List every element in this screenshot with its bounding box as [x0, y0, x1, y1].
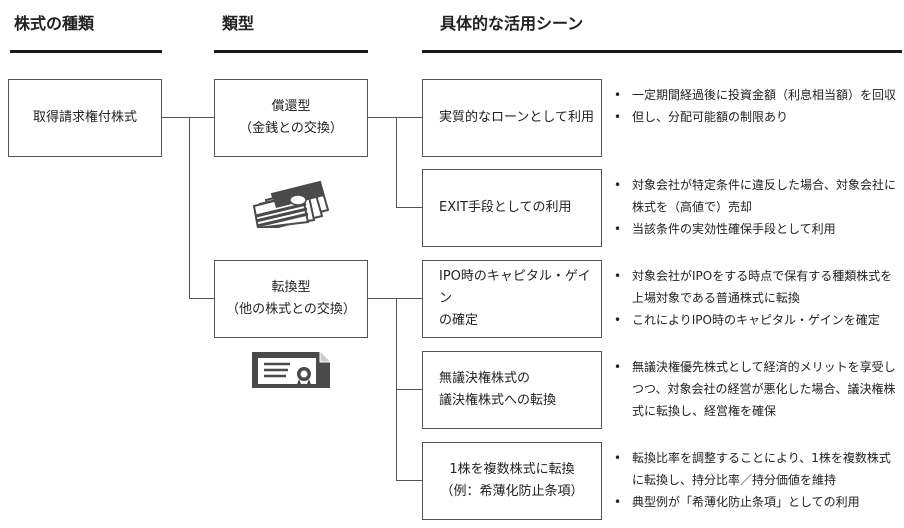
scene-label-line2: の確定 — [439, 313, 479, 328]
connector-redemption — [367, 117, 397, 118]
header-usage-scene: 具体的な活用シーン — [440, 14, 584, 33]
scene-label: 実質的なローンとして利用 — [439, 110, 594, 125]
category-box-conversion: 転換型 （他の株式との交換） — [214, 260, 368, 338]
money-stack-icon — [252, 180, 330, 228]
root-box: 取得請求権付株式 — [8, 79, 162, 157]
connector-to-scene-1 — [396, 117, 423, 118]
bullets-exit: 対象会社が特定条件に違反した場合、対象会社に株式を（高値で）売却 当該条件の実効… — [612, 174, 896, 240]
category-subtitle: （他の株式との交換） — [226, 302, 356, 317]
category-title: 転換型 — [271, 280, 311, 295]
category-box-redemption: 償還型 （金銭との交換） — [214, 79, 368, 157]
scene-box-split: 1株を複数株式に転換 （例：希薄化防止条項） — [422, 442, 602, 520]
bullets-loan: 一定期間経過後に投資金額（利息相当額）を回収 但し、分配可能額の制限あり — [612, 84, 896, 128]
scene-box-loan: 実質的なローンとして利用 — [422, 79, 602, 157]
bullet-item: これによりIPO時のキャピタル・ゲインを確定 — [612, 309, 896, 331]
scene-label-line1: 無議決権株式の — [439, 371, 531, 386]
connector-to-redemption — [189, 117, 215, 118]
category-title: 償還型 — [271, 99, 311, 114]
scene-box-voting: 無議決権株式の 議決権株式への転換 — [422, 351, 602, 429]
connector-root-vertical — [189, 117, 190, 299]
header-rule-1 — [10, 50, 162, 53]
bullet-item: 対象会社がIPOをする時点で保有する種類株式を上場対象である普通株式に転換 — [612, 265, 896, 309]
scene-box-ipo: IPO時のキャピタル・ゲイン の確定 — [422, 260, 602, 338]
connector-to-scene-3 — [396, 298, 423, 299]
scene-label: EXIT手段としての利用 — [439, 200, 572, 215]
header-category: 類型 — [222, 14, 255, 33]
bullets-voting: 無議決権優先株式として経済的メリットを享受しつつ、対象会社の経営が悪化した場合、… — [612, 356, 896, 422]
bullet-item: 典型例が「希薄化防止条項」としての利用 — [612, 491, 896, 513]
bullet-item: 転換比率を調整することにより、1株を複数株式に転換し、持分比率／持分価値を維持 — [612, 447, 896, 491]
connector-to-conversion — [189, 298, 215, 299]
bullet-item: 無議決権優先株式として経済的メリットを享受しつつ、対象会社の経営が悪化した場合、… — [612, 356, 896, 422]
bullets-split: 転換比率を調整することにより、1株を複数株式に転換し、持分比率／持分価値を維持 … — [612, 447, 896, 513]
scene-label-line2: （例：希薄化防止条項） — [440, 484, 584, 499]
bullet-item: 一定期間経過後に投資金額（利息相当額）を回収 — [612, 84, 896, 106]
header-rule-2 — [214, 50, 368, 53]
root-label: 取得請求権付株式 — [32, 110, 137, 125]
scene-label-line2: 議決権株式への転換 — [439, 393, 557, 408]
bullet-item: 当該条件の実効性確保手段として利用 — [612, 218, 896, 240]
category-subtitle: （金銭との交換） — [239, 121, 343, 136]
connector-redemption-vertical — [396, 117, 397, 208]
bullets-ipo: 対象会社がIPOをする時点で保有する種類株式を上場対象である普通株式に転換 これ… — [612, 265, 896, 331]
connector-to-scene-4 — [396, 389, 423, 390]
connector-root — [162, 117, 190, 118]
bullet-item: 但し、分配可能額の制限あり — [612, 106, 896, 128]
connector-conversion — [367, 298, 397, 299]
bullet-item: 対象会社が特定条件に違反した場合、対象会社に株式を（高値で）売却 — [612, 174, 896, 218]
scene-box-exit: EXIT手段としての利用 — [422, 169, 602, 247]
header-type-of-stock: 株式の種類 — [14, 14, 95, 33]
scene-label-line1: 1株を複数株式に転換 — [449, 462, 575, 477]
connector-to-scene-2 — [396, 207, 423, 208]
connector-to-scene-5 — [396, 480, 423, 481]
header-rule-3 — [422, 50, 902, 53]
certificate-icon — [252, 352, 330, 388]
scene-label-line1: IPO時のキャピタル・ゲイン — [439, 269, 591, 306]
